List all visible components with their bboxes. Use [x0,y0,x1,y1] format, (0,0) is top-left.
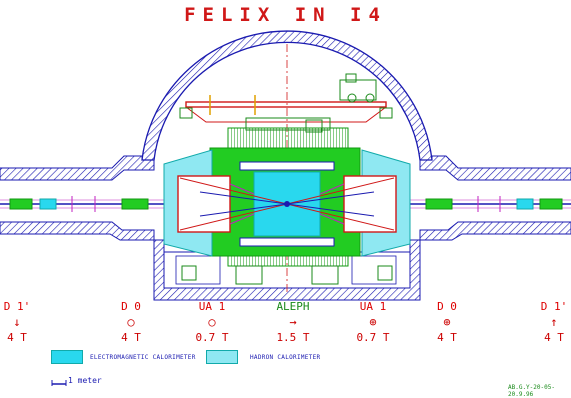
field-in-icon: ⊕ [369,315,377,329]
crane-trolley [339,79,377,101]
em-calorimeter-label: ELECTROMAGNETIC CALORIMETER [90,354,196,361]
field-in-icon: ⊕ [443,315,451,329]
magnet-label-d0-left: D 0 ○ 4 T [96,300,166,344]
diagram-title: FELIX IN I4 [184,4,387,26]
magnet-label-aleph: ALEPH → 1.5 T [258,300,328,344]
magnet-label-d0-right: D 0 ⊕ 4 T [412,300,482,344]
tunnel-wall-right-bottom [419,221,571,241]
magnet-label-ua1-right: UA 1 ⊕ 0.7 T [338,300,408,344]
field-arrow-up-icon: ↑ [550,315,558,329]
field-out-icon: ○ [127,315,135,329]
field-arrow-right-icon: → [289,315,297,329]
field-arrow-down-icon: ↓ [13,315,21,329]
tunnel-wall-right-top [419,155,571,181]
field-out-icon: ○ [208,315,216,329]
em-calorimeter-swatch [51,350,83,364]
scale-label: 1 meter [68,376,102,385]
crane-beam [185,101,387,108]
drawing-reference: AB.G.Y-20-05-20.9.96 [508,384,555,398]
magnet-label-d1-left: D 1' ↓ 4 T [0,300,52,344]
hadron-calorimeter-label: HADRON CALORIMETER [250,354,321,361]
tunnel-wall-left-bottom [0,221,155,241]
hadron-calorimeter-swatch [206,350,238,364]
tunnel-wall-left-top [0,155,155,181]
magnet-label-d1-right: D 1' ↑ 4 T [519,300,571,344]
magnet-label-ua1-left: UA 1 ○ 0.7 T [177,300,247,344]
